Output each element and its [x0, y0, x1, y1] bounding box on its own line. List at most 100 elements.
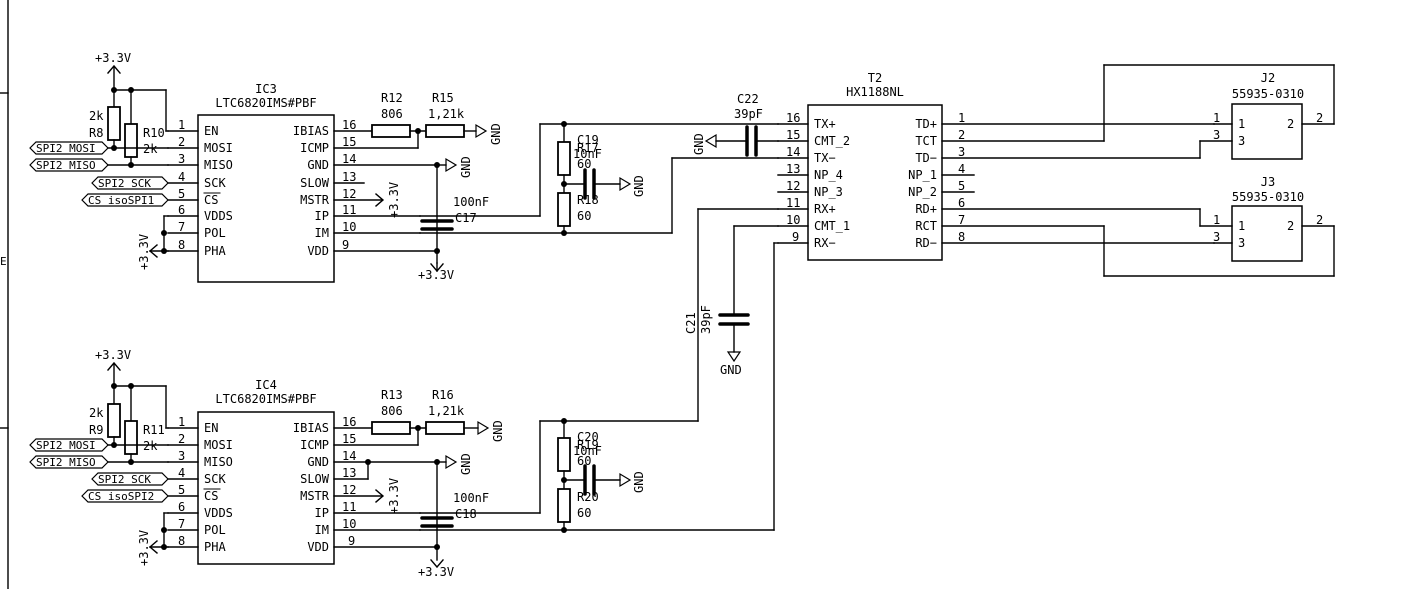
ic3-pin-num: 5	[178, 187, 185, 201]
t2-pin-num: 3	[958, 145, 965, 159]
t2-left-pins: 16 15 14 13 12 11 10 9 TX+ CMT_2 TX− NP_…	[777, 111, 850, 250]
resistor-r20	[557, 488, 571, 523]
j2-body	[1231, 103, 1303, 160]
ic3-pin-num: 15	[342, 135, 356, 149]
resistor-r13	[371, 421, 411, 435]
net-label-cs-isospi2	[81, 489, 169, 503]
t2-pin-name: TX+	[814, 117, 836, 131]
j3-pin-num: 1	[1213, 213, 1220, 227]
gnd-label: GND	[459, 156, 473, 178]
ic4-pin-num: 6	[178, 500, 185, 514]
t2-pin-name: CMT_2	[814, 134, 850, 148]
t2-pin-num: 5	[958, 179, 965, 193]
ic3-mode-straps: +3.3V	[137, 215, 169, 270]
j2-part: 55935-0310	[1232, 87, 1304, 101]
t2-pin-name: RX−	[814, 236, 836, 250]
ic3-part: LTC6820IMS#PBF	[215, 96, 316, 110]
ic3-pin-num: 10	[342, 220, 356, 234]
ic3-pin-name: POL	[204, 226, 226, 240]
c20-ref: C20	[577, 430, 599, 444]
net-label-spi2-sck	[91, 176, 169, 190]
c17-ref: C17	[455, 211, 477, 225]
resistor-r15	[425, 124, 465, 138]
r8-ref: R8	[89, 126, 103, 140]
t2-pin-name: NP_3	[814, 185, 843, 199]
vcc-label: +3.3V	[95, 51, 131, 65]
ic4-pin-name: IBIAS	[293, 421, 329, 435]
ic3-pin-num: 8	[178, 238, 185, 252]
ic4-pin-name: MOSI	[204, 438, 233, 452]
ic4-pin-num: 11	[342, 500, 356, 514]
net-label-text: SPI2_SCK	[98, 177, 151, 190]
ic4-pin-num: 14	[342, 449, 356, 463]
ic3-pin-name: SLOW	[300, 176, 330, 190]
t2-pin-name: NP_4	[814, 168, 843, 182]
gnd-label: GND	[632, 175, 646, 197]
ic3-pin-num: 16	[342, 118, 356, 132]
net-label-text: SPI2_MISO	[36, 159, 96, 172]
gnd-label: GND	[489, 123, 503, 145]
t2-pin-name: CMT_1	[814, 219, 850, 233]
net-label-text: CS_isoSPI2	[88, 490, 154, 503]
ic4-pin-name: GND	[307, 455, 329, 469]
r18-value: 60	[577, 209, 591, 223]
j2-ref: J2	[1261, 71, 1275, 85]
r9-ref: R9	[89, 423, 103, 437]
t2-pin-num: 15	[786, 128, 800, 142]
r11-ref: R11	[143, 423, 165, 437]
ic3-pin-num: 11	[342, 203, 356, 217]
ic3-pin-num: 6	[178, 203, 185, 217]
j3-pin-name: 1	[1238, 219, 1245, 233]
ic3-pin-num: 4	[178, 170, 185, 184]
ic4-isospi-lines: GND C20 10nF R19 60 R20 60	[419, 418, 775, 533]
t2-pin-name: TX−	[814, 151, 836, 165]
net-label-text: SPI2_MOSI	[36, 142, 96, 155]
t2-pin-num: 14	[786, 145, 800, 159]
net-label-text: SPI2_MOSI	[36, 439, 96, 452]
t2-pin-name: RX+	[814, 202, 836, 216]
j2-pin-num: 3	[1213, 128, 1220, 142]
net-label-text: SPI2_MISO	[36, 456, 96, 469]
ic4-mstr-strap: +3.3V	[375, 478, 401, 514]
gnd-label: GND	[459, 453, 473, 475]
ic4-pin-num: 13	[342, 466, 356, 480]
ic3-right-pins: 16 15 14 13 12 11 10 9 IBIAS ICMP GND SL…	[293, 118, 438, 258]
c19-value: 10nF	[573, 147, 602, 161]
t2-pin-num: 7	[958, 213, 965, 227]
ic4-pin-name: PHA	[204, 540, 226, 554]
r10-ref: R10	[143, 126, 165, 140]
ic4-pin-num: 2	[178, 432, 185, 446]
vcc-label: +3.3V	[95, 348, 131, 362]
j2-pin-num: 1	[1213, 111, 1220, 125]
ic4-pin-num: 9	[348, 534, 355, 548]
r12-ref: R12	[381, 91, 403, 105]
r11-value: 2k	[143, 439, 158, 453]
resistor-r16	[425, 421, 465, 435]
ic3-pin-name: PHA	[204, 244, 226, 258]
r15-ref: R15	[432, 91, 454, 105]
c17-value: 100nF	[453, 195, 489, 209]
ic4-pin-num: 1	[178, 415, 185, 429]
ic4-left-pins: 1 2 3 4 5 6 7 8 EN MOSI MISO SCK CS VDDS…	[167, 415, 233, 554]
vcc-label: +3.3V	[418, 268, 454, 282]
ic4-pin-name: MSTR	[300, 489, 330, 503]
c22-value: 39pF	[734, 107, 763, 121]
j2-pin-name: 3	[1238, 134, 1245, 148]
ic3-pin-num: 14	[342, 152, 356, 166]
sheet-zone-letter: E	[0, 255, 7, 268]
j2-pin-num: 2	[1316, 111, 1323, 125]
ic3-pin-name: CS	[204, 193, 218, 207]
r13-ref: R13	[381, 388, 403, 402]
resistor-r9	[107, 403, 121, 438]
j3-pin-name: 3	[1238, 236, 1245, 250]
j3-pin-num: 2	[1316, 213, 1323, 227]
t2-pin-name: RD+	[915, 202, 937, 216]
ic3-ref: IC3	[255, 82, 277, 96]
net-label-cs-isospi1	[81, 193, 169, 207]
t2-pin-name: TD−	[915, 151, 937, 165]
j3-body	[1231, 205, 1303, 262]
vcc-label: +3.3V	[387, 478, 401, 514]
t2-pin-num: 4	[958, 162, 965, 176]
ic3-pin-num: 3	[178, 152, 185, 166]
